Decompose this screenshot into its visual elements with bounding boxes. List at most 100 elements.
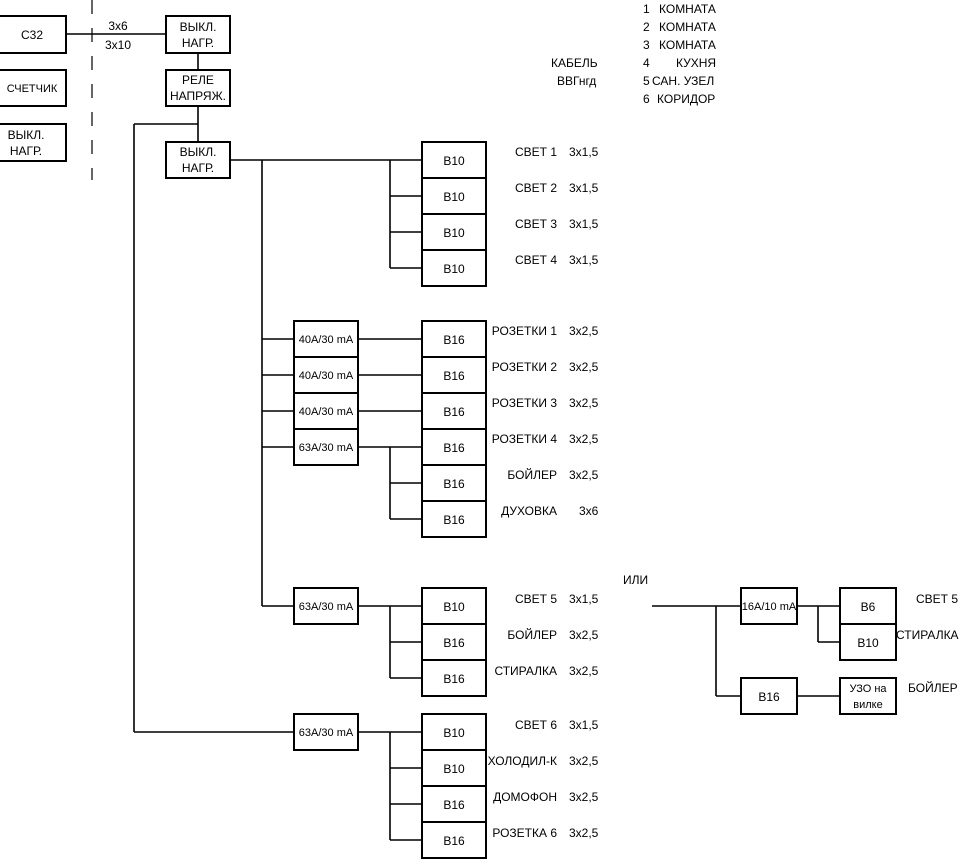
legend-room-1-num: 1 [643, 2, 650, 16]
circuit-sockets-2-label: РОЗЕТКИ 2 [492, 360, 558, 374]
breaker-light-2 [421, 177, 487, 215]
legend-room-5-name: САН. УЗЕЛ [652, 74, 714, 88]
rcd-1-label: 40А/30 mA [299, 334, 354, 346]
input-cable-2-label: 3х10 [105, 38, 131, 52]
legend-room-3-name: КОМНАТА [659, 38, 716, 52]
rcd-5-box [293, 587, 359, 625]
left-load-switch-label-1: ВЫКЛ. [8, 128, 45, 142]
alt-rcd-label: 16А/10 mA [742, 601, 797, 613]
left-load-switch-box [0, 123, 67, 162]
legend-room-2-name: КОМНАТА [659, 20, 716, 34]
rcd-5-label: 63А/30 mA [299, 601, 354, 613]
breaker-intercom [421, 785, 487, 823]
breaker-socket-6-label: В16 [443, 834, 465, 848]
legend-room-3-num: 3 [643, 38, 650, 52]
rcd-3-box [293, 392, 359, 430]
circuit-oven-label: ДУХОВКА [501, 504, 557, 518]
circuit-light-3-label: СВЕТ 3 [515, 217, 557, 231]
breaker-light-6 [421, 713, 487, 751]
circuit-light-1-cable: 3х1,5 [569, 145, 599, 159]
circuit-light-2-cable: 3х1,5 [569, 181, 599, 195]
alternative-section: ИЛИ 16А/10 mA В6 В10 СВЕТ 5 СТИРАЛКА В16… [623, 573, 959, 715]
bus-wires [133, 124, 422, 841]
breaker-light-2-label: В10 [443, 190, 465, 204]
second-load-switch-box [165, 141, 231, 179]
breaker-light-5-label: В10 [443, 600, 465, 614]
breaker-socket-6 [421, 821, 487, 859]
circuit-boiler-cable: 3х2,5 [569, 468, 599, 482]
circuit-sockets-1-cable: 3х2,5 [569, 324, 599, 338]
rcd-2-label: 40А/30 mA [299, 370, 354, 382]
left-load-switch-label-2: НАГР. [10, 144, 42, 158]
circuit-light-2-label: СВЕТ 2 [515, 181, 557, 195]
circuit-sockets-3-label: РОЗЕТКИ 3 [492, 396, 558, 410]
rcd-6-label: 63А/30 mA [299, 727, 354, 739]
circuit-bath-boiler-label: БОЙЛЕР [507, 627, 557, 642]
second-load-switch-label-2: НАГР. [182, 161, 214, 175]
breaker-bath-boiler-label: В16 [443, 636, 465, 650]
legend-room-6-num: 6 [643, 92, 650, 106]
legend-room-4-num: 4 [643, 56, 650, 70]
breaker-intercom-label: В16 [443, 798, 465, 812]
circuit-light-3-cable: 3х1,5 [569, 217, 599, 231]
breaker-light-1-label: В10 [443, 154, 465, 168]
circuit-oven-cable: 3х6 [579, 504, 599, 518]
circuit-fridge-cable: 3х2,5 [569, 754, 599, 768]
circuit-bath-boiler-cable: 3х2,5 [569, 628, 599, 642]
breaker-oven [421, 500, 487, 538]
circuit-sockets-2-cable: 3х2,5 [569, 360, 599, 374]
corridor-group: 63А/30 mA В10 В10 В16 В16 СВЕТ 6 3х1,5 Х… [293, 713, 599, 859]
bathroom-group: 63А/30 mA В10 В16 В16 СВЕТ 5 3х1,5 БОЙЛЕ… [293, 587, 599, 697]
rcd-1-box [293, 320, 359, 358]
voltage-relay-box [165, 69, 231, 107]
breaker-light-4-label: В10 [443, 262, 465, 276]
circuit-sockets-1-label: РОЗЕТКИ 1 [492, 324, 558, 338]
voltage-relay-label-1: РЕЛЕ [182, 73, 214, 87]
meter-label: СЧЕТЧИК [7, 83, 58, 95]
breaker-sockets-1-label: В16 [443, 333, 465, 347]
circuit-light-5-cable: 3х1,5 [569, 592, 599, 606]
meter-box [0, 69, 67, 107]
rcd-2-box [293, 356, 359, 394]
circuit-washer-label: СТИРАЛКА [494, 664, 557, 678]
top-load-switch-label-1: ВЫКЛ. [180, 20, 217, 34]
circuit-socket-6-cable: 3х2,5 [569, 826, 599, 840]
circuit-light-6-cable: 3х1,5 [569, 718, 599, 732]
circuit-fridge-label: ХОЛОДИЛ-К [488, 754, 557, 768]
alt-boiler-label: БОЙЛЕР [908, 680, 958, 695]
alt-plug-rcd-label-1: УЗО на [849, 683, 887, 695]
circuit-light-5-label: СВЕТ 5 [515, 592, 557, 606]
alt-plug-rcd-box [839, 677, 897, 715]
breaker-washer [421, 659, 487, 697]
breaker-oven-label: В16 [443, 513, 465, 527]
rcd-4-box [293, 428, 359, 466]
circuit-light-4-cable: 3х1,5 [569, 253, 599, 267]
breaker-sockets-4-label: В16 [443, 441, 465, 455]
circuit-light-4-label: СВЕТ 4 [515, 253, 557, 267]
breaker-sockets-2-label: В16 [443, 369, 465, 383]
circuit-sockets-3-cable: 3х2,5 [569, 396, 599, 410]
breaker-sockets-3-label: В16 [443, 405, 465, 419]
legend-cable-type: ВВГнгд [557, 74, 596, 88]
alt-b10-label: В10 [857, 636, 879, 650]
rcd-6-box [293, 713, 359, 751]
rcd-3-label: 40А/30 mA [299, 406, 354, 418]
alt-washer-label: СТИРАЛКА [896, 628, 959, 642]
top-load-switch-label-2: НАГР. [182, 36, 214, 50]
legend-cable-label: КАБЕЛЬ [551, 56, 598, 70]
alt-b16-label: В16 [758, 690, 780, 704]
legend-room-6-name: КОРИДОР [657, 92, 715, 106]
circuit-intercom-cable: 3х2,5 [569, 790, 599, 804]
alt-plug-rcd-label-2: вилке [853, 699, 882, 711]
breaker-boiler-label: В16 [443, 477, 465, 491]
alt-b10-box [839, 623, 897, 661]
legend-room-4-name: КУХНЯ [676, 56, 716, 70]
circuit-light-1-label: СВЕТ 1 [515, 145, 557, 159]
circuit-washer-cable: 3х2,5 [569, 664, 599, 678]
legend-room-1-name: КОМНАТА [659, 2, 716, 16]
breaker-fridge-label: В10 [443, 762, 465, 776]
circuit-sockets-4-cable: 3х2,5 [569, 432, 599, 446]
main-breaker-label: С32 [21, 28, 43, 42]
second-load-switch-label-1: ВЫКЛ. [180, 145, 217, 159]
